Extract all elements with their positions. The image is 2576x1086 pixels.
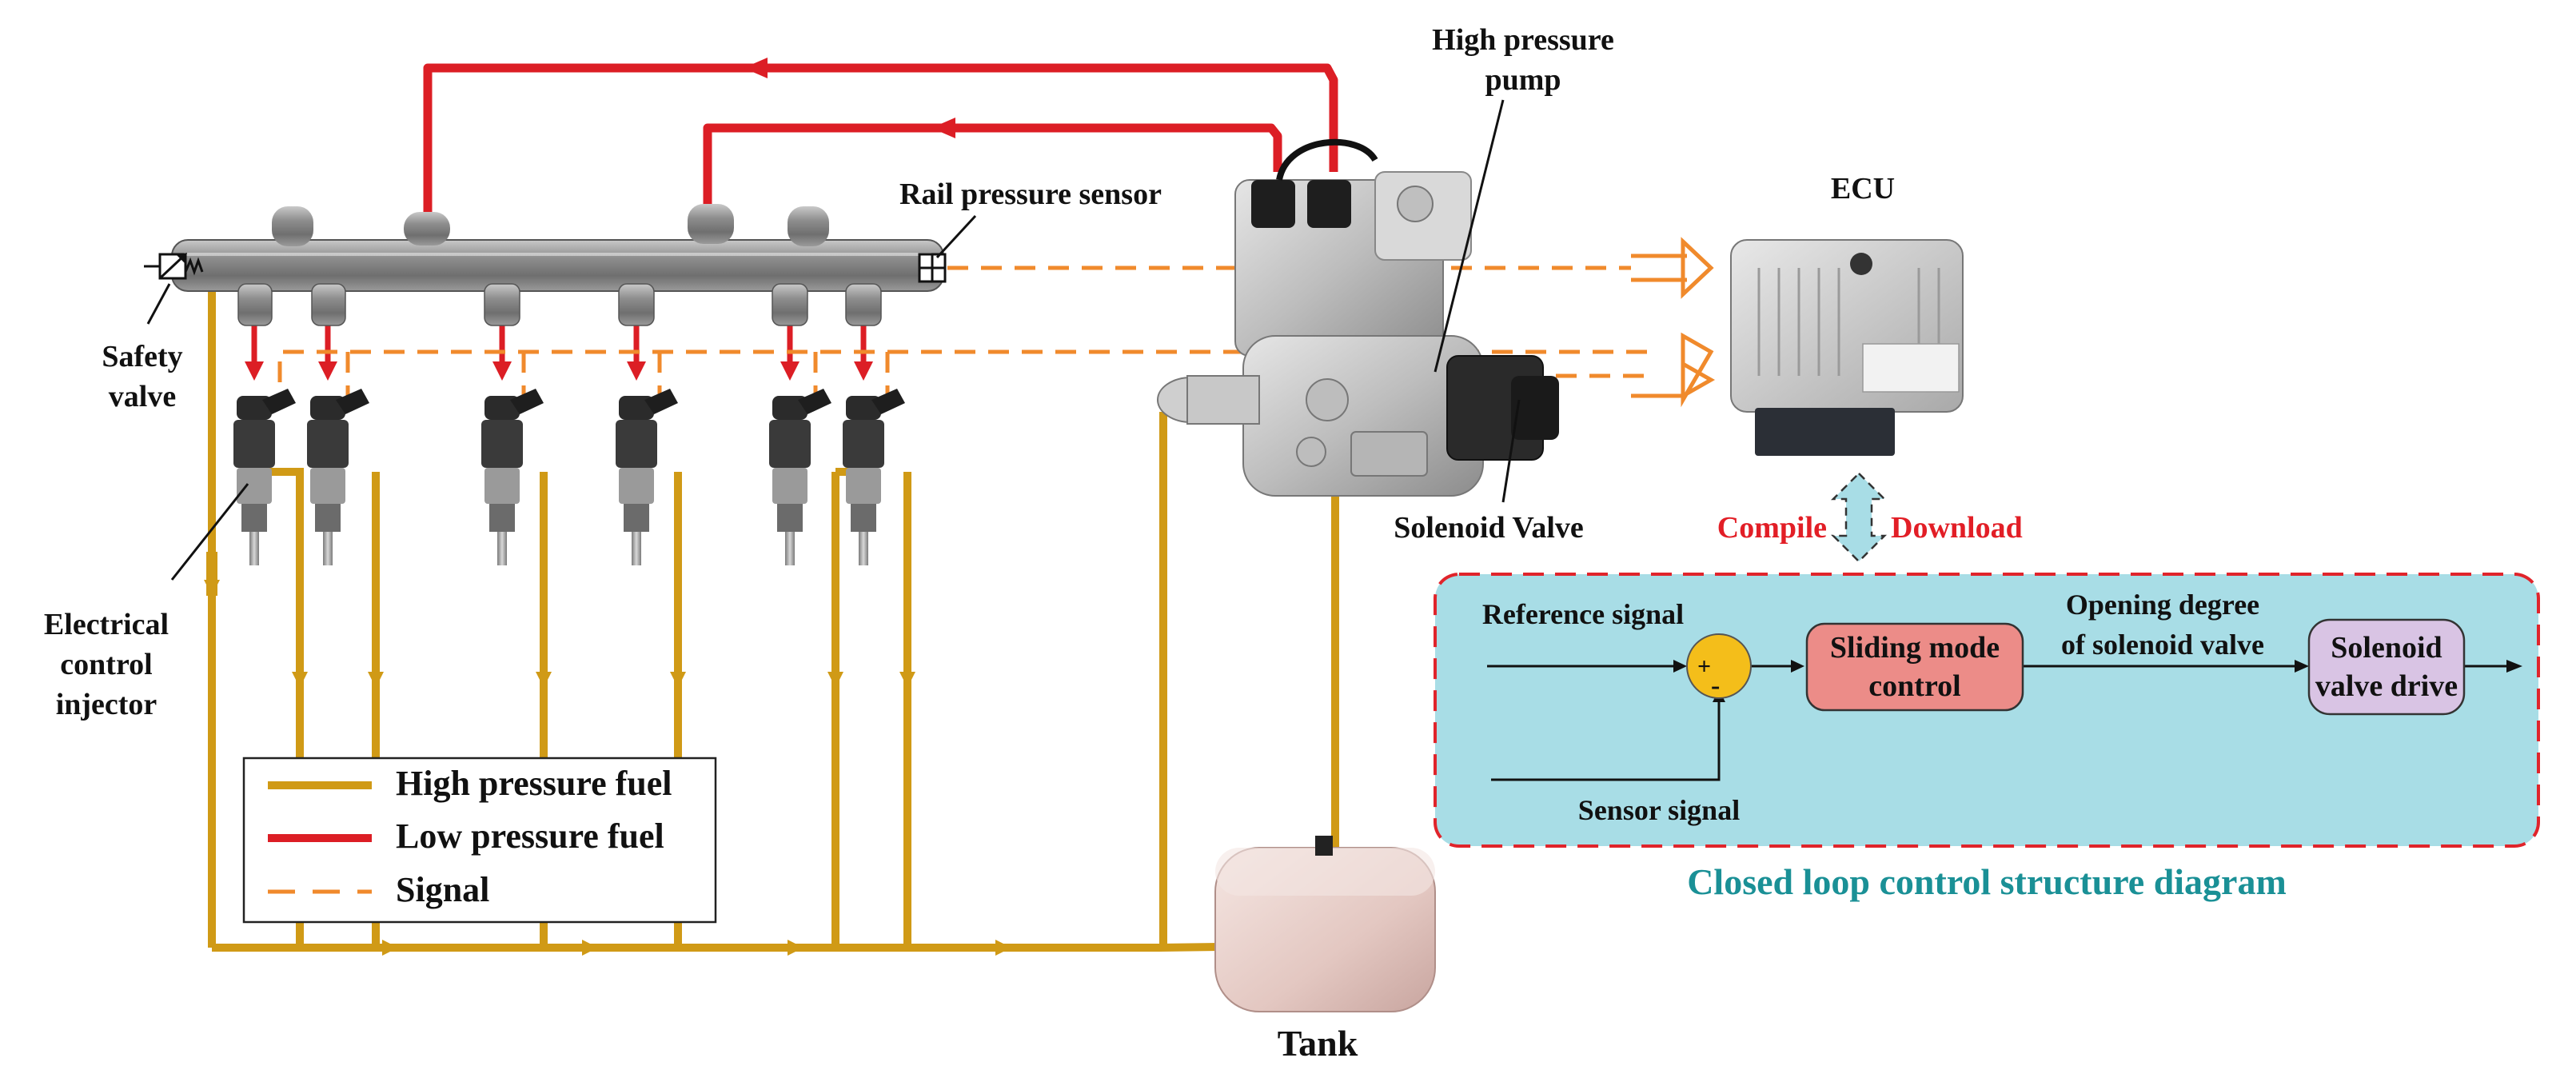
sliding-mode-control-block xyxy=(1805,622,2024,712)
label-rail-pressure-sensor: Rail pressure sensor xyxy=(899,178,1162,211)
legend-low-pressure-fuel: Low pressure fuel xyxy=(396,816,664,856)
label-reference-signal: Reference signal xyxy=(1482,598,1684,630)
low-pressure-flow-arrows xyxy=(744,58,955,138)
injector xyxy=(843,389,905,565)
fuel-tank xyxy=(1214,836,1436,1012)
ecu-unit xyxy=(1730,239,1964,456)
label-high-pressure-2: pump xyxy=(1485,63,1561,97)
electrical-control-injectors xyxy=(233,389,905,565)
return-flow-arrows xyxy=(204,580,1011,956)
injector xyxy=(769,389,831,565)
ecu-signal-arrowheads xyxy=(1631,237,1716,408)
sum-plus-sign: + xyxy=(1697,653,1711,680)
rail-to-injector-arrows xyxy=(245,320,873,381)
control-diagram-caption: Closed loop control structure diagram xyxy=(1687,861,2287,902)
solenoid-valve-drive-block xyxy=(2307,618,2466,716)
label-high-pressure-1: High pressure xyxy=(1432,23,1614,57)
common-fuel-rail xyxy=(171,204,944,326)
legend-signal: Signal xyxy=(396,870,489,909)
opening-degree-label-1: Opening degree xyxy=(2066,589,2259,621)
label-solenoid-valve: Solenoid Valve xyxy=(1394,511,1584,545)
opening-degree-label-2: of solenoid valve xyxy=(2061,629,2264,661)
rail-pressure-sensor-symbol xyxy=(918,253,947,283)
high-pressure-pump xyxy=(1157,138,1559,497)
label-sensor-signal: Sensor signal xyxy=(1578,794,1740,826)
label-download: Download xyxy=(1891,511,2023,545)
valve-drive-label-1: Solenoid xyxy=(2331,631,2442,665)
legend: High pressure fuel Low pressure fuel Sig… xyxy=(242,757,717,924)
label-injector-3: injector xyxy=(56,688,158,721)
label-compile: Compile xyxy=(1717,511,1827,545)
sliding-mode-label-2: control xyxy=(1868,669,1960,703)
label-injector-2: control xyxy=(60,648,152,681)
compile-download-arrow: Compile Download xyxy=(1717,472,2023,563)
injector xyxy=(307,389,369,565)
label-injector-1: Electrical xyxy=(44,608,169,641)
component-labels: High pressure pump Rail pressure sensor … xyxy=(44,23,1895,1064)
label-ecu: ECU xyxy=(1831,172,1895,206)
pump-to-rail-line-1 xyxy=(423,63,1338,216)
injector xyxy=(616,389,678,565)
label-safety-valve-1: Safety xyxy=(102,340,182,373)
label-tank: Tank xyxy=(1278,1023,1358,1064)
closed-loop-control-panel: Reference signal Sensor signal + - Slidi… xyxy=(1434,573,2540,848)
legend-high-pressure-fuel: High pressure fuel xyxy=(396,764,672,803)
safety-valve-symbol xyxy=(144,252,204,280)
injector xyxy=(481,389,544,565)
injector xyxy=(233,389,296,565)
sum-minus-sign: - xyxy=(1711,671,1720,701)
low-pressure-fuel-lines xyxy=(423,63,1338,216)
summing-junction xyxy=(1686,633,1752,699)
label-safety-valve-2: valve xyxy=(109,380,176,413)
valve-drive-label-2: valve drive xyxy=(2315,669,2458,703)
pump-to-rail-line-2 xyxy=(703,123,1282,208)
ecu-to-injectors-signal xyxy=(277,349,1647,400)
sliding-mode-label-1: Sliding mode xyxy=(1830,631,2000,665)
